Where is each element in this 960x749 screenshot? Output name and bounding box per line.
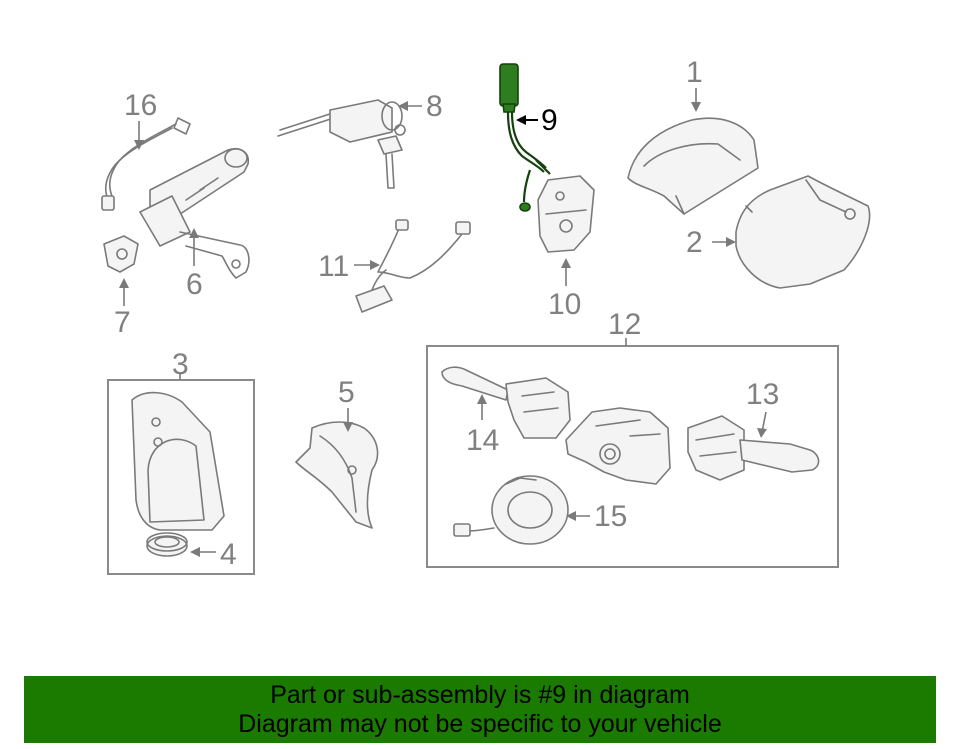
part-13-switch[interactable] [687,415,820,481]
arrowhead-4 [190,547,200,557]
callout-14: 14 [466,424,499,457]
part-2-lower-cover[interactable] [735,175,871,289]
part-7-bracket[interactable] [103,235,139,273]
box-3 [107,379,255,575]
callout-16: 16 [124,89,157,122]
part-9-highlighted[interactable] [499,63,551,212]
part-12-switch-base[interactable] [565,407,671,485]
part-5-cover[interactable] [295,421,379,529]
callout-13: 13 [746,378,779,411]
arrowhead-5 [343,422,353,432]
arrowhead-10 [561,258,571,268]
callout-11: 11 [318,250,349,283]
banner-line-1: Part or sub-assembly is #9 in diagram [270,681,690,709]
arrowhead-9 [516,115,526,125]
arrowhead-13 [757,428,767,438]
callout-9: 9 [541,104,558,137]
info-banner: Part or sub-assembly is #9 in diagram Di… [24,676,936,743]
callout-6: 6 [186,268,203,301]
part-10-bracket[interactable] [537,175,595,253]
callout-1: 1 [686,56,703,89]
callout-12: 12 [608,308,641,341]
callout-7: 7 [114,306,131,339]
arrowhead-11 [370,260,380,270]
arrowhead-6 [189,228,199,238]
part-16-sensor[interactable] [101,117,191,211]
box-12 [426,345,839,568]
arrowhead-7 [119,278,129,288]
arrowhead-2 [726,237,736,247]
arrowhead-1 [691,102,701,112]
callout-15: 15 [594,500,627,533]
part-11-harness[interactable] [355,219,471,313]
callout-8: 8 [426,90,443,123]
arrowhead-14 [477,394,487,404]
banner-line-2: Diagram may not be specific to your vehi… [238,710,722,738]
callout-5: 5 [338,376,355,409]
part-4-seal[interactable] [146,532,188,557]
part-14-switch[interactable] [441,366,571,439]
arrowhead-16 [134,140,144,150]
part-3-boot[interactable] [131,391,225,531]
callout-4: 4 [220,538,237,571]
part-6-column-housing[interactable] [139,148,250,279]
callout-10: 10 [548,288,581,321]
callout-3: 3 [172,348,189,381]
part-1-upper-cover[interactable] [627,117,759,215]
arrowhead-8 [398,101,408,111]
part-15-clock-spring[interactable] [453,475,569,545]
callout-2: 2 [686,226,703,259]
arrowhead-15 [566,511,576,521]
part-8-lock-cylinder[interactable] [277,99,406,189]
